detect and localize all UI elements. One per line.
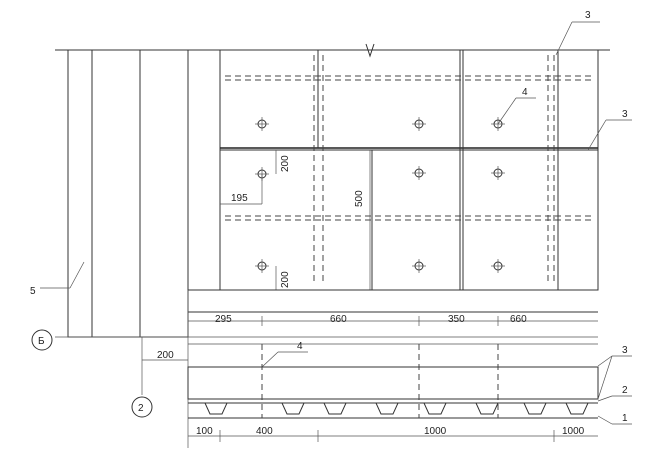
floor-slab <box>187 344 599 419</box>
ref-label-3-bottom: 3 <box>622 345 628 356</box>
dim-fix-offset-bottom: 200 <box>280 271 291 288</box>
dim-bottom-1000-b: 1000 <box>562 426 585 437</box>
dim-spacing-350: 350 <box>448 314 465 325</box>
profiled-deck <box>188 402 598 415</box>
dim-bottom-1000-a: 1000 <box>424 426 447 437</box>
insulation-layer <box>91 49 141 338</box>
break-mark <box>365 43 375 58</box>
ref-label-3-top: 3 <box>585 10 591 21</box>
panel-field <box>219 49 599 291</box>
dim-wall-offset: 200 <box>157 350 174 361</box>
axis-b-bubble <box>31 329 53 351</box>
anchor-marker <box>491 166 505 180</box>
anchor-marker <box>412 259 426 273</box>
ref-label-4-top: 4 <box>522 87 528 98</box>
ref-label-3-mid: 3 <box>622 109 628 120</box>
ref-label-5: 5 <box>30 286 36 297</box>
axis-2-label: 2 <box>138 403 144 414</box>
anchor-marker <box>412 117 426 131</box>
anchor-marker <box>412 166 426 180</box>
panel-outline <box>219 49 599 291</box>
dim-bottom-400: 400 <box>256 426 273 437</box>
wall-section <box>67 49 189 338</box>
dim-bottom-100: 100 <box>196 426 213 437</box>
axis-b-label: Б <box>38 336 45 347</box>
dim-spacing-295: 295 <box>215 314 232 325</box>
ref-label-2: 2 <box>622 385 628 396</box>
dim-panel-height: 500 <box>354 190 365 207</box>
dim-fix-offset-side: 195 <box>231 193 248 204</box>
dim-spacing-660-a: 660 <box>330 314 347 325</box>
anchor-marker <box>491 259 505 273</box>
ref-label-4-bottom: 4 <box>297 341 303 352</box>
ref-label-1: 1 <box>622 413 628 424</box>
slab-insulation <box>187 366 599 400</box>
anchor-marker <box>255 117 269 131</box>
dim-spacing-660-b: 660 <box>510 314 527 325</box>
plaster-layer-left <box>67 49 93 338</box>
dim-fix-offset-top: 200 <box>280 155 291 172</box>
axis-2-bubble <box>131 396 153 418</box>
anchor-marker <box>255 259 269 273</box>
masonry-layer <box>139 49 189 338</box>
